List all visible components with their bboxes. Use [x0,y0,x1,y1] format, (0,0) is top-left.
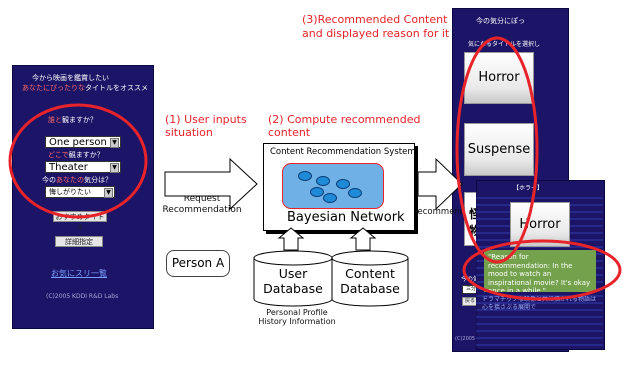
right-phone-sub-text: 気になるタイトルを選択し [468,41,541,48]
recommend-label: Recommend [412,207,466,217]
where-select[interactable]: Theater ▼ [45,161,121,173]
content-database-cylinder [331,250,409,307]
question-mood: 今のあなたの気分は？ [42,176,112,185]
step1-label-line1: (1) User inputs [165,113,247,126]
chevron-down-icon: ▼ [110,138,119,148]
recommend-arrow [417,157,463,211]
profile-label-line2: History Information [258,317,336,326]
recommendation-reason-box: "Reason for recommendation: In the mood … [484,250,596,292]
network-node [336,179,350,189]
genre-card-suspense[interactable]: Suspense [464,123,534,176]
request-label-line1: Request [183,194,221,204]
user-db-up-arrow [277,227,305,251]
question-who-rest: 観ますか？ [62,116,97,124]
network-node [298,171,312,181]
question-where: どこで観ますか？ [48,151,104,160]
mood-select[interactable]: 悔しがりたい ▼ [45,186,115,198]
results-highlight-ellipse [455,36,539,264]
front-phone-header: 【ホラー】 [513,185,544,192]
profile-label-line1: Personal Profile [266,308,328,317]
network-node [323,193,337,203]
user-database-label-line1: User [278,266,308,281]
reason-highlight-ellipse [462,239,622,301]
content-db-up-arrow [349,227,377,251]
step2-label-line2: content [268,126,311,139]
step2-label-line1: (2) Compute recommended [268,113,421,126]
chevron-down-icon: ▼ [104,188,113,198]
right-phone-top-text: 今の気分にぽっ [476,17,525,25]
question-where-rest: 観ますか？ [68,151,104,159]
mood-select-value: 悔しがりたい [49,188,91,196]
phone-header-line1: 今から映画を鑑賞したい [32,74,109,82]
right-phone-bottom-text: 今の気分 [461,276,486,283]
system-title: Content Recommendation System [270,147,416,157]
request-arrow [164,157,258,211]
network-node [348,188,362,198]
genre-card-horror[interactable]: Horror [464,52,534,104]
left-phone-copyright: (C)2005 KDDI R&D Labs [46,293,119,300]
question-who-highlight: 誰と [48,116,62,124]
detail-settings-button[interactable]: 詳細指定 [55,236,103,247]
who-select[interactable]: One person▼ [45,136,121,148]
question-who: 誰と観ますか？ [48,116,97,125]
network-node [316,176,330,186]
right-phone-copyright: (C)2005 KD [455,336,484,342]
question-mood-pre: 今の [42,176,56,184]
step3-label-line1: (3)Recommended Content [302,13,448,26]
step3-label-line2: and displayed reason for it [302,27,450,40]
network-node [310,187,324,197]
question-where-highlight: どこで [48,151,69,159]
bayesian-network-label: Bayesian Network [287,210,405,225]
who-select-value: One person [49,137,107,148]
chevron-down-icon: ▼ [110,163,119,173]
user-database-label-line2: Database [263,281,323,296]
favorites-list-link[interactable]: お気にスリ一覧 [51,269,107,278]
where-select-value: Theater [49,162,88,173]
question-mood-highlight: あなたの [56,176,84,184]
request-label-line2: Recommendation [162,205,242,215]
phone-header-line2: あなたにぴったりなタイトルをオススメ [22,84,148,93]
person-a-box: Person A [166,250,230,277]
question-mood-rest: 気分は？ [84,176,112,184]
content-database-label-line1: Content [345,266,395,281]
input-highlight-ellipse [8,103,148,219]
phone-header-rest: タイトルをオススメ [85,84,148,92]
phone-header-highlight: あなたにぴったりな [22,84,85,92]
step1-label-line2: situation [165,126,213,139]
content-database-label-line2: Database [340,281,400,296]
